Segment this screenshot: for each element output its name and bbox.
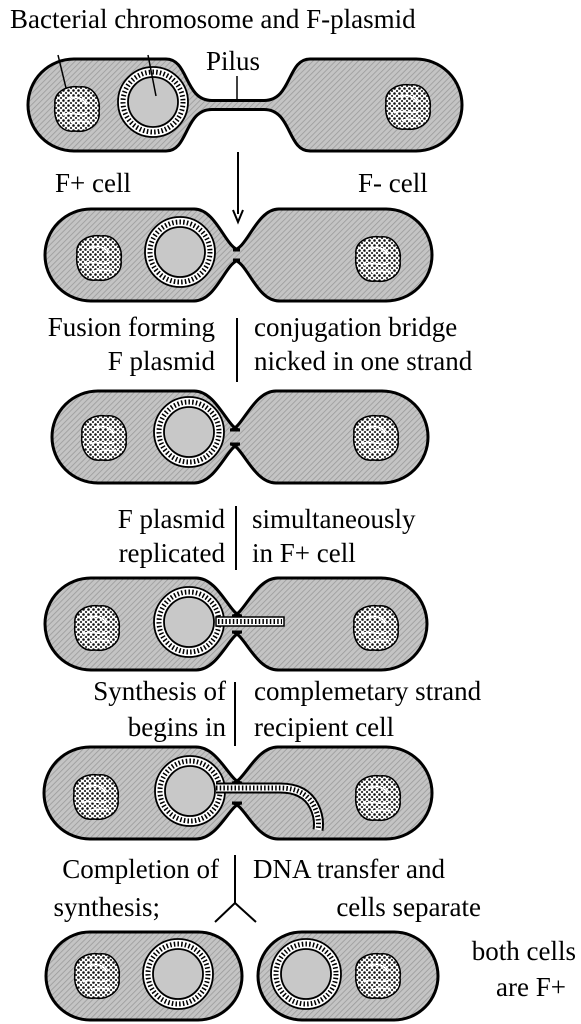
row4-plasmid	[154, 587, 224, 657]
step3-right-line1: complemetary strand	[254, 676, 481, 706]
row5-right-chromosome	[356, 776, 401, 821]
split-left-branch	[215, 903, 235, 922]
final-note-line2: are F+	[496, 972, 566, 1002]
step1-right-line1: conjugation bridge	[254, 312, 457, 342]
step4-left-line2: synthesis;	[53, 892, 160, 922]
step2-left-line2: replicated	[119, 538, 225, 568]
row1-right-chromosome	[386, 85, 431, 130]
row6-left-plasmid	[143, 939, 213, 1009]
step1-left-line1: Fusion forming	[48, 312, 215, 342]
pilus-label: Pilus	[206, 46, 260, 76]
row6-right-plasmid	[271, 939, 341, 1009]
step2-right-line1: simultaneously	[252, 504, 416, 534]
step1-left-line2: F plasmid	[108, 346, 215, 376]
row1-left-chromosome	[55, 87, 100, 132]
row2-plasmid	[145, 217, 215, 287]
split-right-branch	[235, 903, 256, 922]
step3-left-line1: Synthesis of	[93, 676, 226, 706]
f-plus-cell-label: F+ cell	[55, 168, 131, 198]
row6-right-chromosome	[356, 954, 401, 999]
row4-left-chromosome	[75, 606, 120, 651]
final-note-line1: both cells	[472, 936, 576, 966]
diagram-title: Bacterial chromosome and F-plasmid	[10, 4, 416, 34]
row3-right-chromosome	[354, 416, 399, 461]
row2-left-chromosome	[77, 236, 122, 281]
row5-plasmid	[155, 756, 225, 826]
row3-left-chromosome	[82, 416, 127, 461]
f-minus-cell-label: F- cell	[358, 168, 428, 198]
step4-right-line2: cells separate	[336, 892, 481, 922]
step1-right-line2: nicked in one strand	[254, 346, 472, 376]
step2-right-line2: in F+ cell	[252, 538, 356, 568]
step4-right-line1: DNA transfer and	[253, 854, 445, 884]
row5-left-chromosome	[74, 775, 119, 820]
step4-left-line1: Completion of	[62, 854, 219, 884]
step3-left-line2: begins in	[128, 712, 226, 742]
step2-left-line1: F plasmid	[118, 504, 225, 534]
row2-right-chromosome	[356, 237, 401, 282]
step3-right-line2: recipient cell	[254, 712, 394, 742]
row4-right-chromosome	[354, 606, 399, 651]
row6-left-chromosome	[75, 954, 120, 999]
row3-plasmid	[154, 397, 224, 467]
